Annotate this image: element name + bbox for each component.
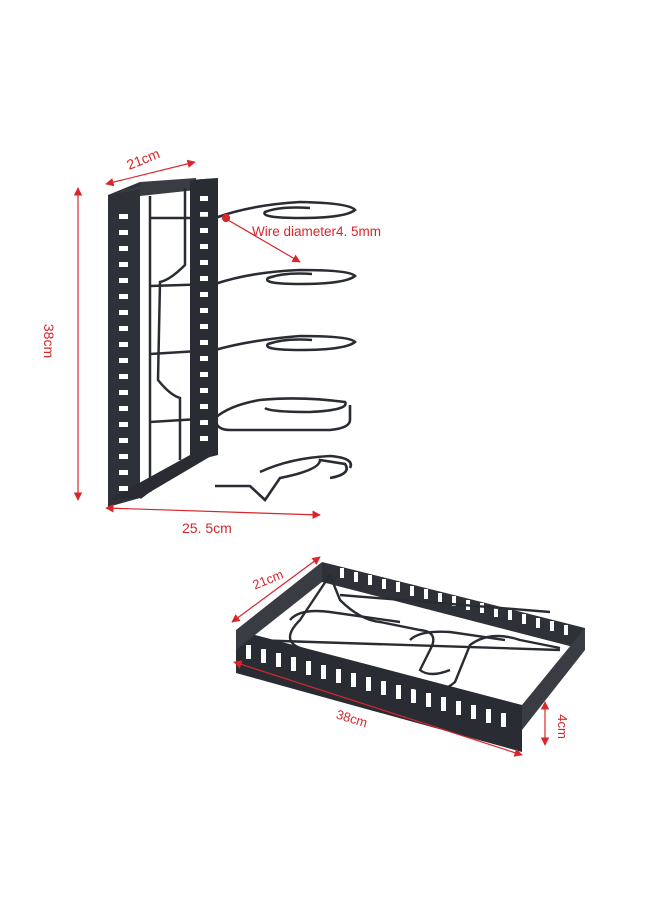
upright-shelf-wires [149,200,357,502]
flat-rack [236,562,585,752]
flat-height-label: 4cm [554,714,570,739]
upright-back-slots [119,214,128,491]
upright-front-slots [200,196,208,441]
upright-base [108,452,218,500]
flat-dimension-lines [231,556,550,757]
upright-depth-label: 25. 5cm [182,520,232,536]
upright-height-label: 38cm [41,323,58,359]
upright-front-panel [190,178,218,462]
upright-frame-wires [139,188,191,499]
upright-rack [108,178,357,507]
upright-dimension-lines [73,159,321,519]
wire-diameter-label: Wire diameter4. 5mm [252,224,382,239]
flat-right-panel [522,628,585,730]
